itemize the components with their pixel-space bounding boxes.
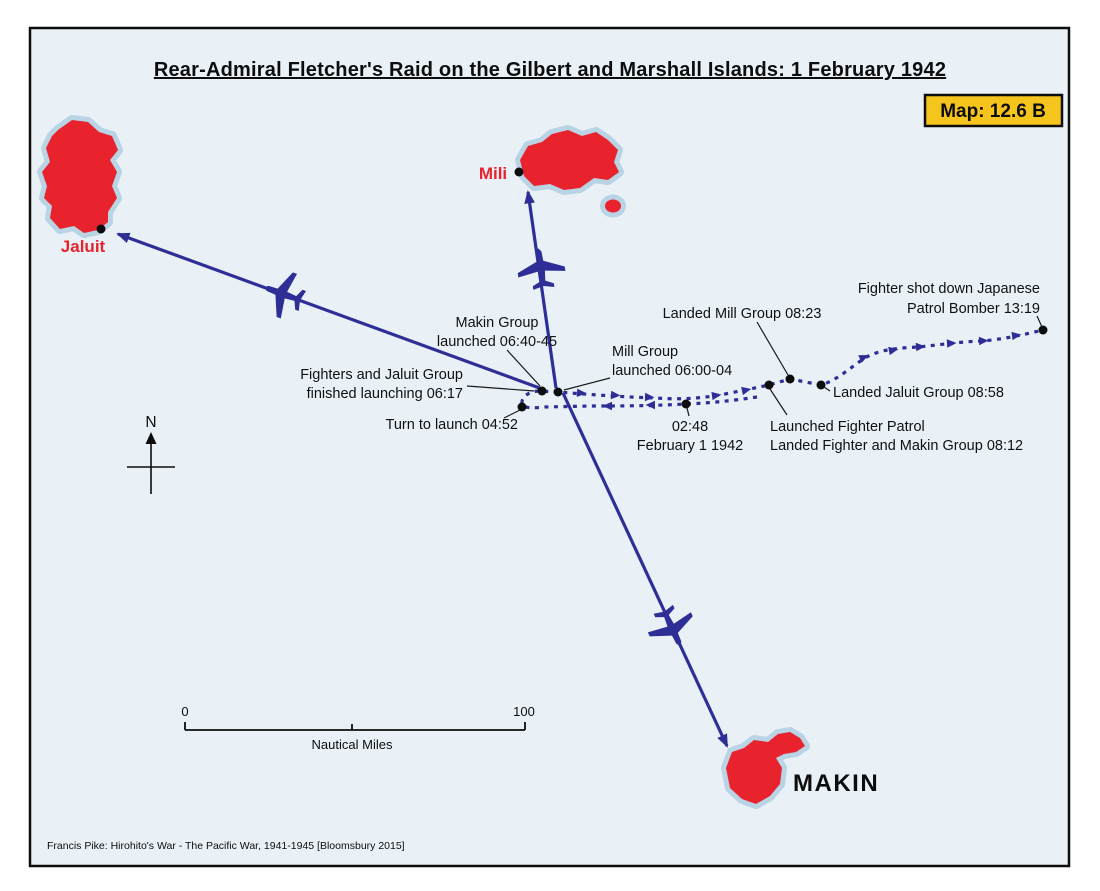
- waypoint-dot-fighter-shot: [1038, 325, 1048, 335]
- north-arrowhead: [145, 432, 157, 444]
- carrier-track: [520, 328, 1044, 410]
- label-fighter-shot-2: Patrol Bomber 13:19: [907, 301, 1040, 317]
- scale-unit: Nautical Miles: [312, 737, 393, 752]
- jaluit-label: Jaluit: [61, 237, 106, 256]
- mili-label: Mili: [479, 164, 507, 183]
- map-title: Rear-Admiral Fletcher's Raid on the Gilb…: [154, 59, 946, 81]
- track-direction-arrows: [576, 331, 1022, 411]
- mili-islet: [600, 194, 626, 218]
- label-fighter-shot-1: Fighter shot down Japanese: [858, 281, 1040, 297]
- label-turn-to-launch: Turn to launch 04:52: [386, 417, 518, 433]
- label-fighters-jaluit-1: Fighters and Jaluit Group: [300, 367, 463, 383]
- label-mill-group-2: launched 06:00-04: [612, 363, 732, 379]
- route-to-makin: [561, 392, 729, 748]
- label-0248-2: February 1 1942: [637, 438, 743, 454]
- map-credit: Francis Pike: Hirohito's War - The Pacif…: [47, 840, 405, 852]
- jaluit-anchor-dot: [96, 224, 106, 234]
- label-fighters-jaluit-2: finished launching 06:17: [307, 386, 463, 402]
- label-landed-jaluit: Landed Jaluit Group 08:58: [833, 385, 1004, 401]
- scale-bar: 0 100 Nautical Miles: [181, 704, 534, 752]
- waypoint-dot-mill-launch: [553, 387, 563, 397]
- waypoint-dot-fighter-patrol: [764, 380, 774, 390]
- mili-anchor-dot: [514, 167, 524, 177]
- north-arrow: N: [127, 414, 175, 494]
- waypoint-dot-landed-jaluit: [816, 380, 826, 390]
- event-annotations: Makin Group launched 06:40-45 Fighters a…: [300, 281, 1040, 454]
- north-label: N: [145, 414, 156, 431]
- label-mill-group-1: Mill Group: [612, 344, 678, 360]
- waypoint-dot-0248: [681, 399, 691, 409]
- island-makin: MAKIN: [721, 727, 879, 809]
- island-mili: Mili: [479, 125, 626, 218]
- label-makin-group-2: launched 06:40-45: [437, 334, 557, 350]
- label-0248-1: 02:48: [672, 419, 708, 435]
- waypoint-dot-landed-mill: [785, 374, 795, 384]
- badge-label: Map: 12.6 B: [940, 101, 1046, 122]
- badge-background: [923, 93, 1064, 128]
- label-landed-mill: Landed Mill Group 08:23: [663, 306, 822, 322]
- strike-routes: [116, 190, 729, 748]
- label-fighter-patrol-1: Launched Fighter Patrol: [770, 419, 925, 435]
- label-makin-group-1: Makin Group: [455, 315, 538, 331]
- waypoint-dot-makin-launch: [537, 386, 547, 396]
- callout-lines: [466, 315, 1043, 419]
- route-to-jaluit: [116, 232, 546, 392]
- map-number-badge: Map: 12.6 B: [923, 93, 1064, 128]
- route-to-mili: [524, 190, 558, 389]
- label-fighter-patrol-2: Landed Fighter and Makin Group 08:12: [770, 438, 1023, 454]
- waypoint-dot-turn: [517, 402, 527, 412]
- scale-start: 0: [181, 704, 188, 719]
- makin-label: MAKIN: [793, 770, 879, 797]
- scale-end: 100: [513, 704, 535, 719]
- waypoint-dots: [517, 325, 1048, 412]
- island-jaluit: Jaluit: [37, 115, 123, 256]
